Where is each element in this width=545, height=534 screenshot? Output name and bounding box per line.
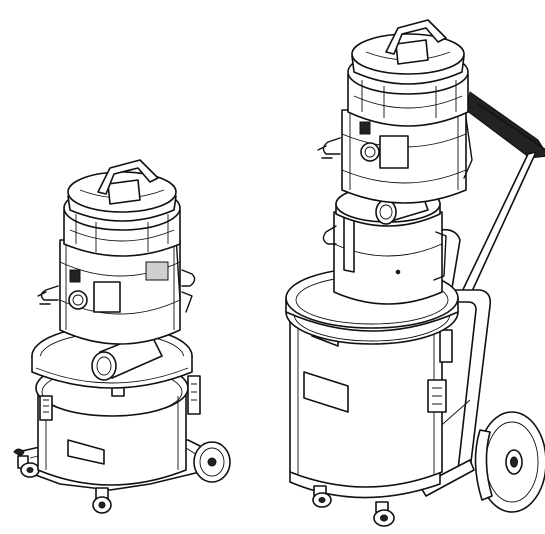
power-switch [69,269,81,283]
label-plate [303,371,349,413]
power-switch [359,121,371,135]
trolley-wheel [474,411,545,513]
gauge-dial [68,290,88,310]
trolley-upright [457,151,537,301]
display-window [395,39,429,65]
motor-head [347,19,469,127]
motor-head [63,159,181,257]
carry-handle [97,159,159,195]
middle-section [322,185,447,305]
display-window [107,179,141,205]
housing-panel [93,281,121,313]
gauge-dial [360,142,380,162]
filter-housing [317,109,473,204]
trolley-vacuum [285,19,545,527]
drum-clamp-left [39,395,53,421]
filter-housing [37,235,196,345]
inlet-opening [91,351,117,381]
push-handle-grip [465,91,545,159]
drum-clamp-right [187,375,201,415]
label-plate [67,439,105,465]
housing-panel [379,135,409,169]
carry-handle [385,19,447,55]
inlet-opening [375,199,397,225]
compact-vacuum [13,159,231,514]
